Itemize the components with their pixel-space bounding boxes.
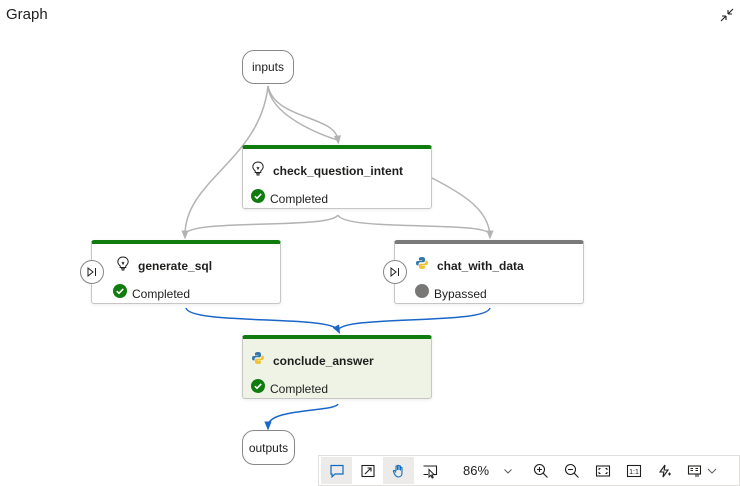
hand-pan-icon[interactable] <box>383 457 414 484</box>
lightbulb-icon <box>251 161 265 181</box>
zoom-in-icon[interactable] <box>525 457 556 484</box>
comment-icon[interactable] <box>321 457 352 484</box>
skip-step-button[interactable] <box>383 260 407 284</box>
select-icon[interactable] <box>414 457 445 484</box>
node-name: generate_sql <box>138 259 213 273</box>
node-name: check_question_intent <box>273 164 404 178</box>
node-status: Completed <box>270 381 329 396</box>
node-status: Bypassed <box>434 286 487 301</box>
node-status: Completed <box>270 191 329 206</box>
completed-check-icon <box>251 189 265 208</box>
node-generate-sql[interactable]: generate_sql Completed <box>91 240 281 304</box>
node-chat-with-data[interactable]: chat_with_data Bypassed <box>394 240 584 304</box>
bypassed-circle-icon <box>415 284 429 303</box>
node-name: conclude_answer <box>273 353 374 368</box>
skip-step-button-overlay[interactable] <box>80 260 104 284</box>
svg-text:1:1: 1:1 <box>629 468 639 475</box>
python-icon <box>251 351 265 370</box>
skip-forward-icon <box>390 266 399 278</box>
node-check-question-intent[interactable]: check_question_intent Completed <box>242 145 432 209</box>
completed-check-icon <box>113 284 127 303</box>
completed-check-icon <box>251 379 265 398</box>
view-options-icon[interactable] <box>680 457 724 484</box>
collapse-icon[interactable] <box>718 6 736 24</box>
zoom-level: 86% <box>463 463 490 478</box>
chevron-down-icon <box>504 468 512 474</box>
zoom-out-icon[interactable] <box>556 457 587 484</box>
inputs-node[interactable]: inputs <box>242 50 294 84</box>
python-icon <box>415 256 429 275</box>
outputs-node[interactable]: outputs <box>242 430 295 465</box>
actual-size-icon[interactable]: 1:1 <box>618 457 649 484</box>
page-title: Graph <box>6 6 48 23</box>
node-conclude-answer[interactable]: conclude_answer Completed <box>242 335 432 399</box>
node-status: Completed <box>132 286 191 301</box>
lightbulb-icon <box>116 256 130 276</box>
node-name: chat_with_data <box>437 258 524 273</box>
zoom-dropdown[interactable]: 86% <box>463 463 513 478</box>
fit-screen-icon[interactable] <box>587 457 618 484</box>
auto-layout-icon[interactable] <box>649 457 680 484</box>
graph-toolbar: 86% 1:1 <box>318 455 740 486</box>
expand-icon[interactable] <box>352 457 383 484</box>
